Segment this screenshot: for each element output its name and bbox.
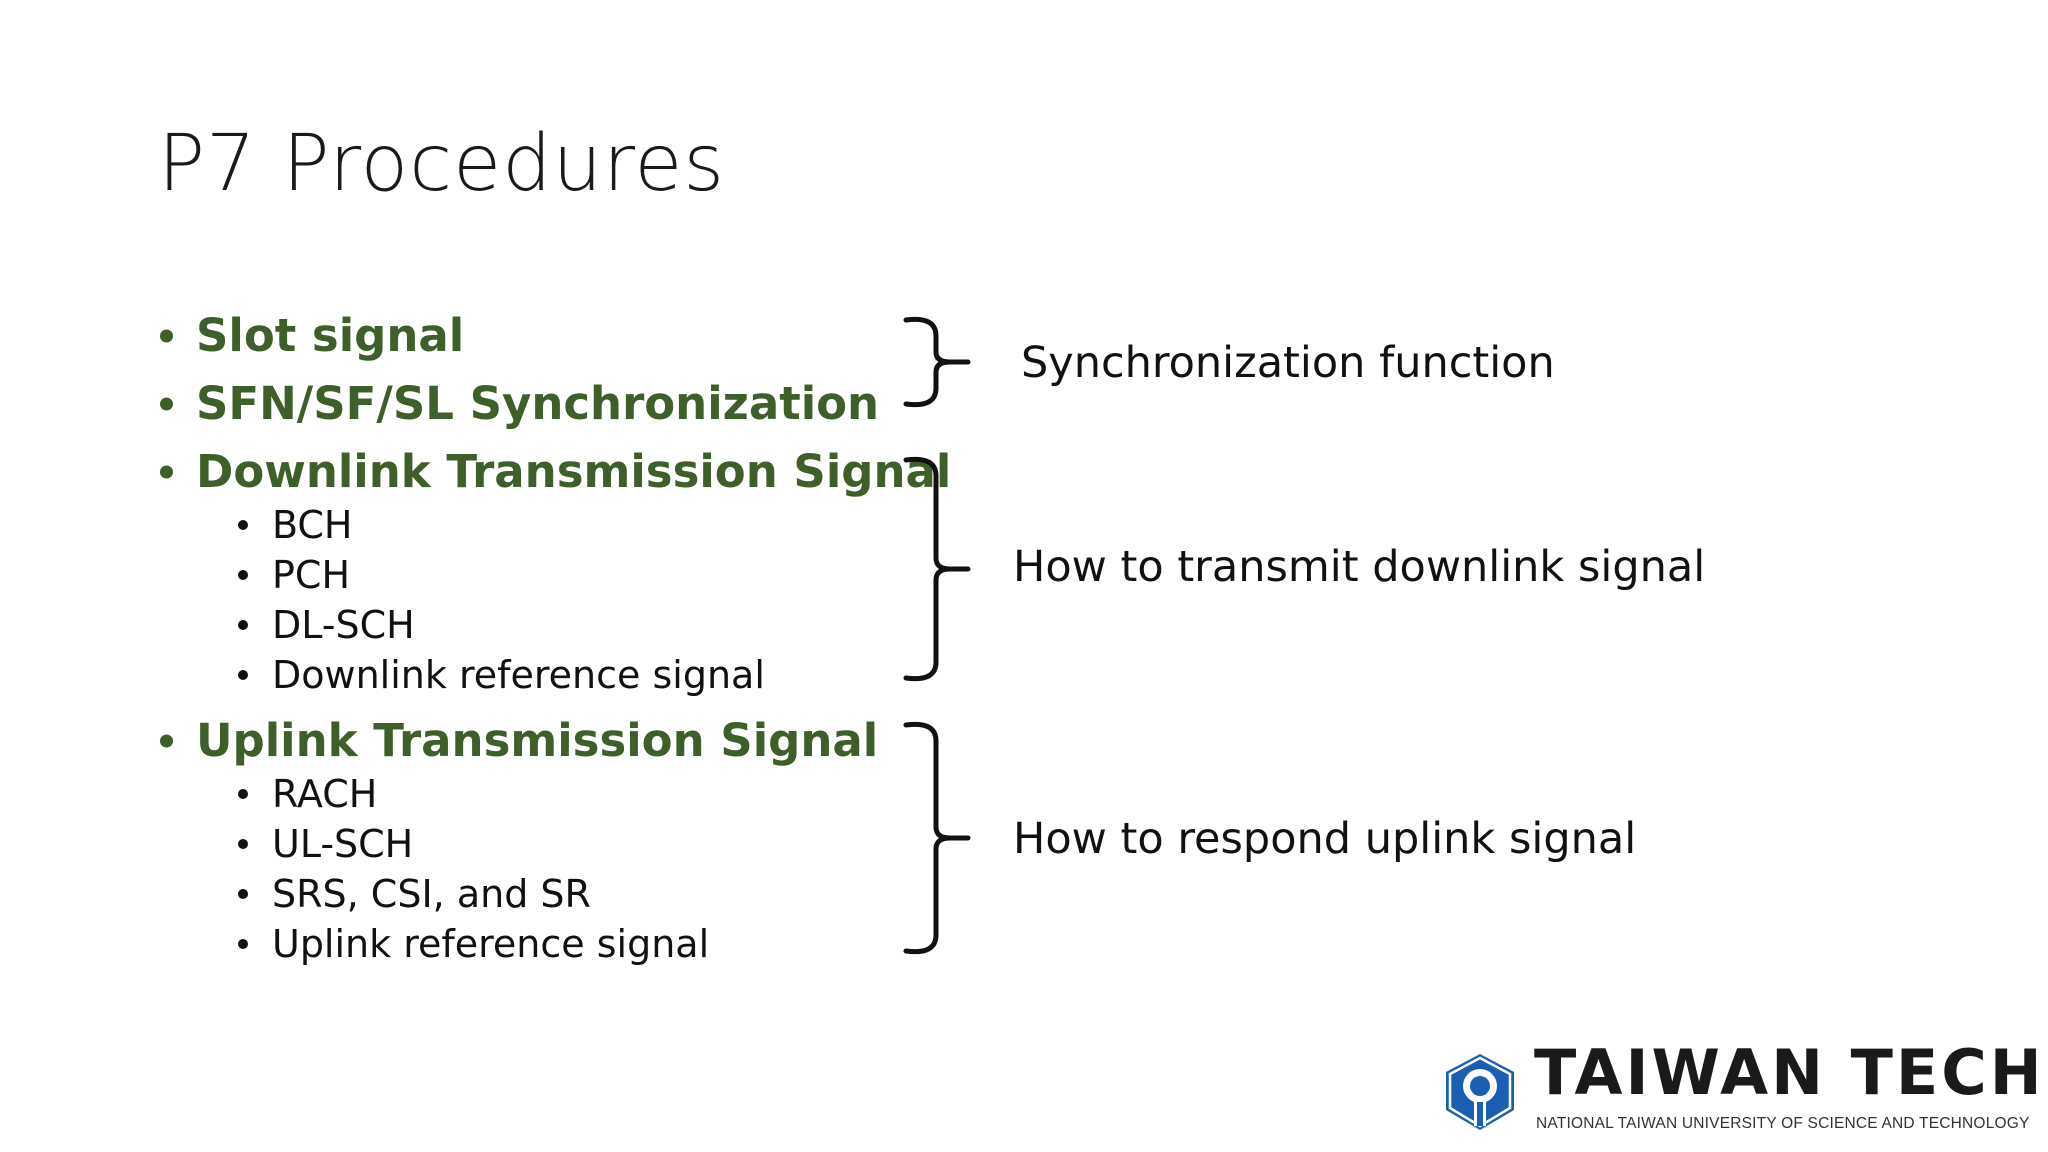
bullet-dot xyxy=(160,465,173,478)
bullet-slot-signal: Slot signal xyxy=(160,313,464,358)
sub-bullet-pch: PCH xyxy=(238,553,351,597)
sub-bullet-dot xyxy=(238,839,248,849)
annotation-synchronization-function: Synchronization function xyxy=(1021,338,1555,388)
bullet-text: UL-SCH xyxy=(272,822,414,866)
sub-bullet-uplink-reference-signal: Uplink reference signal xyxy=(238,922,710,966)
taiwan-tech-logo: TAIWAN TECH NATIONAL TAIWAN UNIVERSITY O… xyxy=(1438,1042,2042,1138)
bullet-sfn-synchronization: SFN/SF/SL Synchronization xyxy=(160,381,879,426)
sub-bullet-srs-csi-sr: SRS, CSI, and SR xyxy=(238,872,591,916)
bullet-text: Slot signal xyxy=(196,309,465,362)
sub-bullet-dot xyxy=(238,570,248,580)
bullet-text: PCH xyxy=(272,553,351,597)
bullet-text: BCH xyxy=(272,503,353,547)
bullet-text: SRS, CSI, and SR xyxy=(272,872,591,916)
brace-synchronization xyxy=(903,316,971,408)
sub-bullet-rach: RACH xyxy=(238,772,378,816)
sub-bullet-dot xyxy=(238,670,248,680)
bullet-text: SFN/SF/SL Synchronization xyxy=(196,377,880,430)
brace-uplink xyxy=(903,721,971,955)
bullet-text: DL-SCH xyxy=(272,603,415,647)
sub-bullet-dl-sch: DL-SCH xyxy=(238,603,415,647)
bullet-dot xyxy=(160,329,173,342)
logo-subtitle: NATIONAL TAIWAN UNIVERSITY OF SCIENCE AN… xyxy=(1536,1115,2030,1132)
sub-bullet-dot xyxy=(238,889,248,899)
bullet-downlink-transmission-signal: Downlink Transmission Signal xyxy=(160,449,951,494)
bullet-text: RACH xyxy=(272,772,378,816)
logo-wordmark: TAIWAN TECH xyxy=(1534,1036,2045,1109)
bullet-dot xyxy=(160,397,173,410)
taiwan-tech-emblem-icon xyxy=(1446,1054,1514,1130)
bullet-text: Downlink Transmission Signal xyxy=(196,445,952,498)
annotation-transmit-downlink: How to transmit downlink signal xyxy=(1013,542,1706,592)
sub-bullet-dot xyxy=(238,939,248,949)
sub-bullet-dot xyxy=(238,620,248,630)
sub-bullet-dot xyxy=(238,520,248,530)
bullet-text: Downlink reference signal xyxy=(272,653,765,697)
sub-bullet-downlink-reference-signal: Downlink reference signal xyxy=(238,653,765,697)
sub-bullet-bch: BCH xyxy=(238,503,353,547)
annotation-respond-uplink: How to respond uplink signal xyxy=(1013,814,1637,864)
slide-title: P7 Procedures xyxy=(158,119,725,209)
sub-bullet-dot xyxy=(238,789,248,799)
bullet-dot xyxy=(160,734,173,747)
bullet-text: Uplink reference signal xyxy=(272,922,710,966)
sub-bullet-ul-sch: UL-SCH xyxy=(238,822,414,866)
bullet-text: Uplink Transmission Signal xyxy=(196,714,879,767)
bullet-uplink-transmission-signal: Uplink Transmission Signal xyxy=(160,718,878,763)
